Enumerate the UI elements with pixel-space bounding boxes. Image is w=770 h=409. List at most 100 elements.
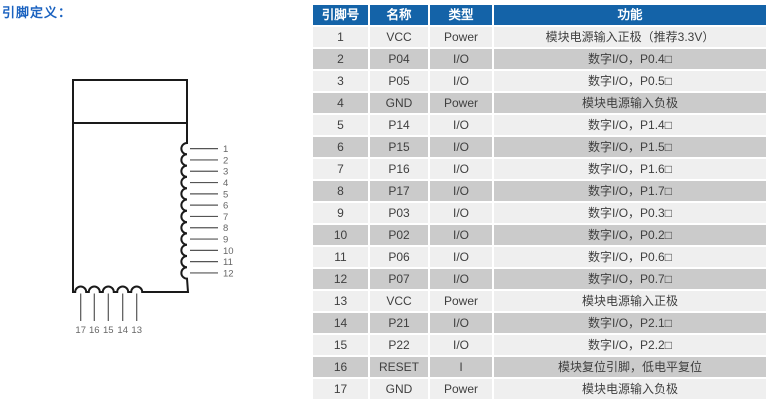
column-header: 引脚号	[313, 5, 368, 25]
cell-function: 数字I/O，P0.7□	[494, 269, 766, 289]
cell-type: I/O	[430, 137, 492, 157]
cell-type: Power	[430, 291, 492, 311]
pin-number-label: 7	[223, 212, 228, 223]
cell-pin: 2	[313, 49, 368, 69]
cell-pin: 12	[313, 269, 368, 289]
cell-name: P04	[370, 49, 428, 69]
cell-type: Power	[430, 379, 492, 399]
cell-pin: 10	[313, 225, 368, 245]
pin-number-label: 15	[103, 325, 114, 336]
pin-number-label: 14	[117, 325, 128, 336]
pin-number-label: 8	[223, 223, 228, 234]
column-header: 类型	[430, 5, 492, 25]
cell-type: I/O	[430, 203, 492, 223]
cell-function: 模块电源输入负极	[494, 93, 766, 113]
column-header: 名称	[370, 5, 428, 25]
cell-type: I/O	[430, 247, 492, 267]
column-header: 功能	[494, 5, 766, 25]
cell-name: RESET	[370, 357, 428, 377]
cell-type: I/O	[430, 71, 492, 91]
pin-number-label: 4	[223, 178, 228, 189]
cell-pin: 15	[313, 335, 368, 355]
pin-number-label: 3	[223, 167, 228, 178]
module-body	[72, 122, 190, 293]
cell-name: GND	[370, 93, 428, 113]
cell-type: I/O	[430, 115, 492, 135]
pin-number-label: 13	[131, 325, 142, 336]
cell-pin: 3	[313, 71, 368, 91]
cell-type: I/O	[430, 313, 492, 333]
cell-function: 数字I/O，P0.3□	[494, 203, 766, 223]
cell-name: P02	[370, 225, 428, 245]
pin-number-label: 2	[223, 155, 228, 166]
cell-name: P17	[370, 181, 428, 201]
cell-name: P06	[370, 247, 428, 267]
cell-pin: 7	[313, 159, 368, 179]
cell-function: 模块复位引脚，低电平复位	[494, 357, 766, 377]
cell-name: P07	[370, 269, 428, 289]
cell-name: VCC	[370, 27, 428, 47]
cell-pin: 13	[313, 291, 368, 311]
cell-name: GND	[370, 379, 428, 399]
cell-name: P05	[370, 71, 428, 91]
pin-number-label: 9	[223, 234, 228, 245]
cell-pin: 1	[313, 27, 368, 47]
cell-pin: 9	[313, 203, 368, 223]
cell-function: 数字I/O，P1.7□	[494, 181, 766, 201]
cell-pin: 4	[313, 93, 368, 113]
pin-number-label: 16	[89, 325, 100, 336]
cell-function: 数字I/O，P2.1□	[494, 313, 766, 333]
pin-number-label: 1	[223, 144, 228, 155]
pin-number-label: 10	[223, 246, 234, 257]
cell-pin: 8	[313, 181, 368, 201]
cell-type: I/O	[430, 181, 492, 201]
cell-type: I/O	[430, 49, 492, 69]
cell-function: 数字I/O，P0.4□	[494, 49, 766, 69]
cell-name: P21	[370, 313, 428, 333]
cell-name: VCC	[370, 291, 428, 311]
cell-pin: 5	[313, 115, 368, 135]
pin-number-label: 17	[75, 325, 86, 336]
cell-function: 数字I/O，P2.2□	[494, 335, 766, 355]
cell-function: 数字I/O，P0.2□	[494, 225, 766, 245]
cell-function: 数字I/O，P1.4□	[494, 115, 766, 135]
cell-name: P15	[370, 137, 428, 157]
cell-type: I/O	[430, 269, 492, 289]
cell-pin: 11	[313, 247, 368, 267]
cell-type: I/O	[430, 225, 492, 245]
pin-number-label: 6	[223, 201, 228, 212]
cell-name: P14	[370, 115, 428, 135]
cell-type: I/O	[430, 159, 492, 179]
pin-number-label: 12	[223, 268, 234, 279]
cell-pin: 14	[313, 313, 368, 333]
cell-function: 模块电源输入负极	[494, 379, 766, 399]
cell-pin: 16	[313, 357, 368, 377]
cell-type: I/O	[430, 335, 492, 355]
cell-function: 数字I/O，P1.5□	[494, 137, 766, 157]
pin-number-label: 11	[223, 257, 233, 268]
cell-pin: 17	[313, 379, 368, 399]
cell-type: Power	[430, 27, 492, 47]
table-header-row: 引脚号名称类型功能	[313, 5, 766, 25]
